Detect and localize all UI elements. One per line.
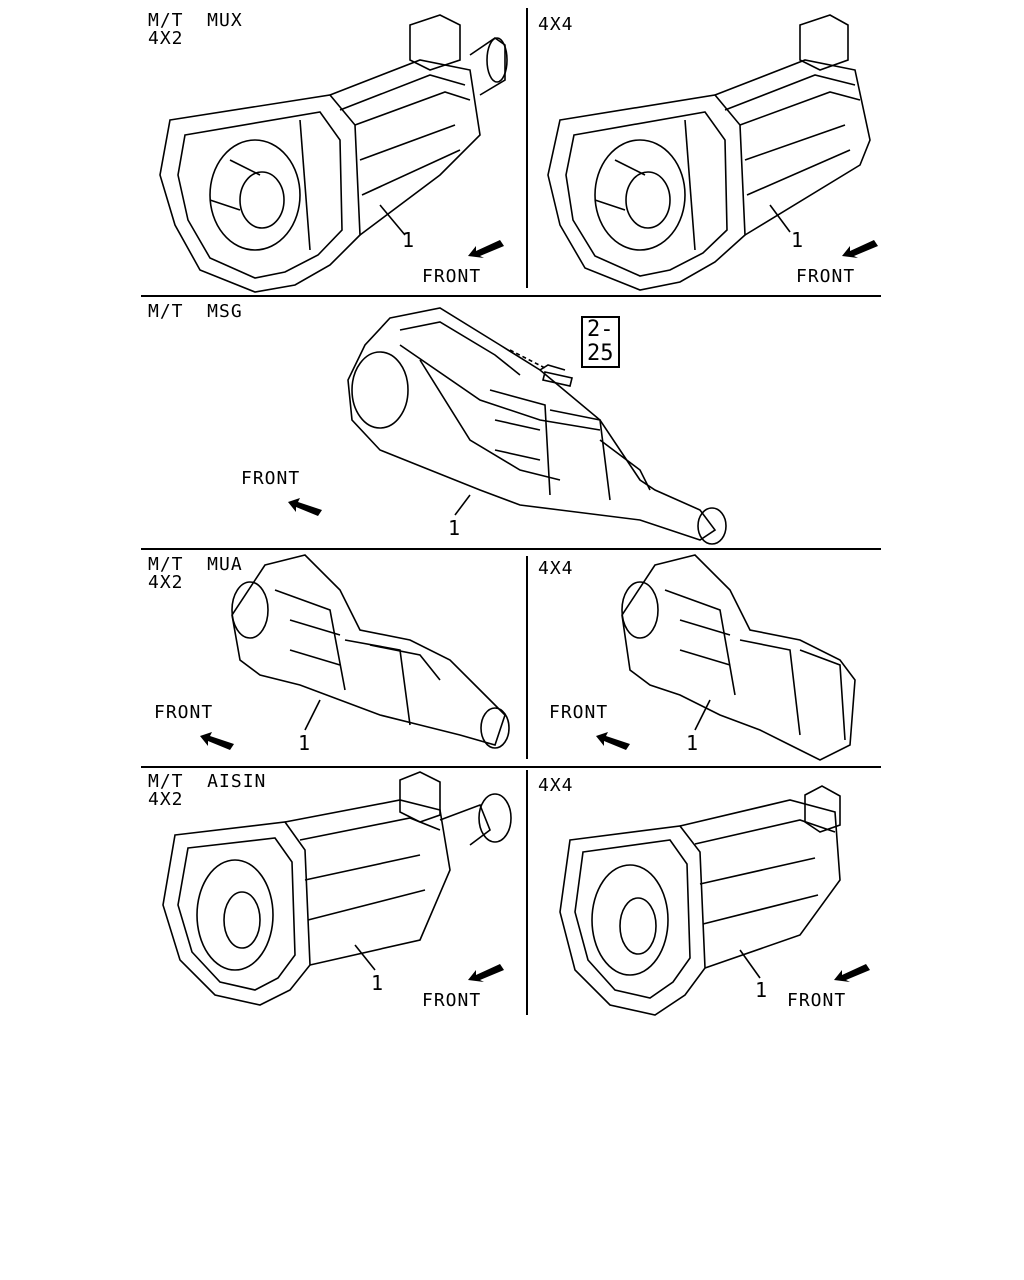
part-callout: 1	[755, 978, 768, 1002]
front-arrow-icon	[842, 240, 878, 258]
front-label: FRONT	[154, 702, 214, 723]
divider-row4	[526, 770, 528, 1015]
front-arrow-icon	[468, 240, 504, 258]
part-callout: 1	[298, 731, 311, 755]
panel-title: M/T AISIN	[148, 771, 267, 792]
divider-row3	[526, 556, 528, 759]
panel-title: M/T MUA	[148, 554, 243, 575]
panel-subtitle: 4X2	[148, 572, 184, 593]
front-arrow-icon	[596, 732, 630, 750]
front-label: FRONT	[422, 990, 482, 1011]
part-callout: 1	[448, 516, 461, 540]
front-label: FRONT	[422, 266, 482, 287]
part-callout: 1	[686, 731, 699, 755]
panel-subtitle: 4X2	[148, 28, 184, 49]
panel-subtitle: 4X2	[148, 789, 184, 810]
reference-box: 2-25	[581, 316, 620, 368]
part-callout: 1	[371, 971, 384, 995]
front-arrow-icon	[288, 498, 322, 516]
panel-title: M/T MSG	[148, 301, 243, 322]
divider-h2	[141, 548, 881, 550]
front-label: FRONT	[787, 990, 847, 1011]
panel-title: 4X4	[538, 558, 574, 579]
front-arrow-icon	[834, 964, 870, 982]
panel-title: 4X4	[538, 775, 574, 796]
part-callout: 1	[402, 228, 415, 252]
part-callout: 1	[791, 228, 804, 252]
panel-title: 4X4	[538, 14, 574, 35]
divider-h1	[141, 295, 881, 297]
front-arrow-icon	[468, 964, 504, 982]
front-label: FRONT	[241, 468, 301, 489]
divider-h3	[141, 766, 881, 768]
panel-title: M/T MUX	[148, 10, 243, 31]
front-label: FRONT	[549, 702, 609, 723]
divider-row1	[526, 8, 528, 288]
front-label: FRONT	[796, 266, 856, 287]
front-arrow-icon	[200, 732, 234, 750]
